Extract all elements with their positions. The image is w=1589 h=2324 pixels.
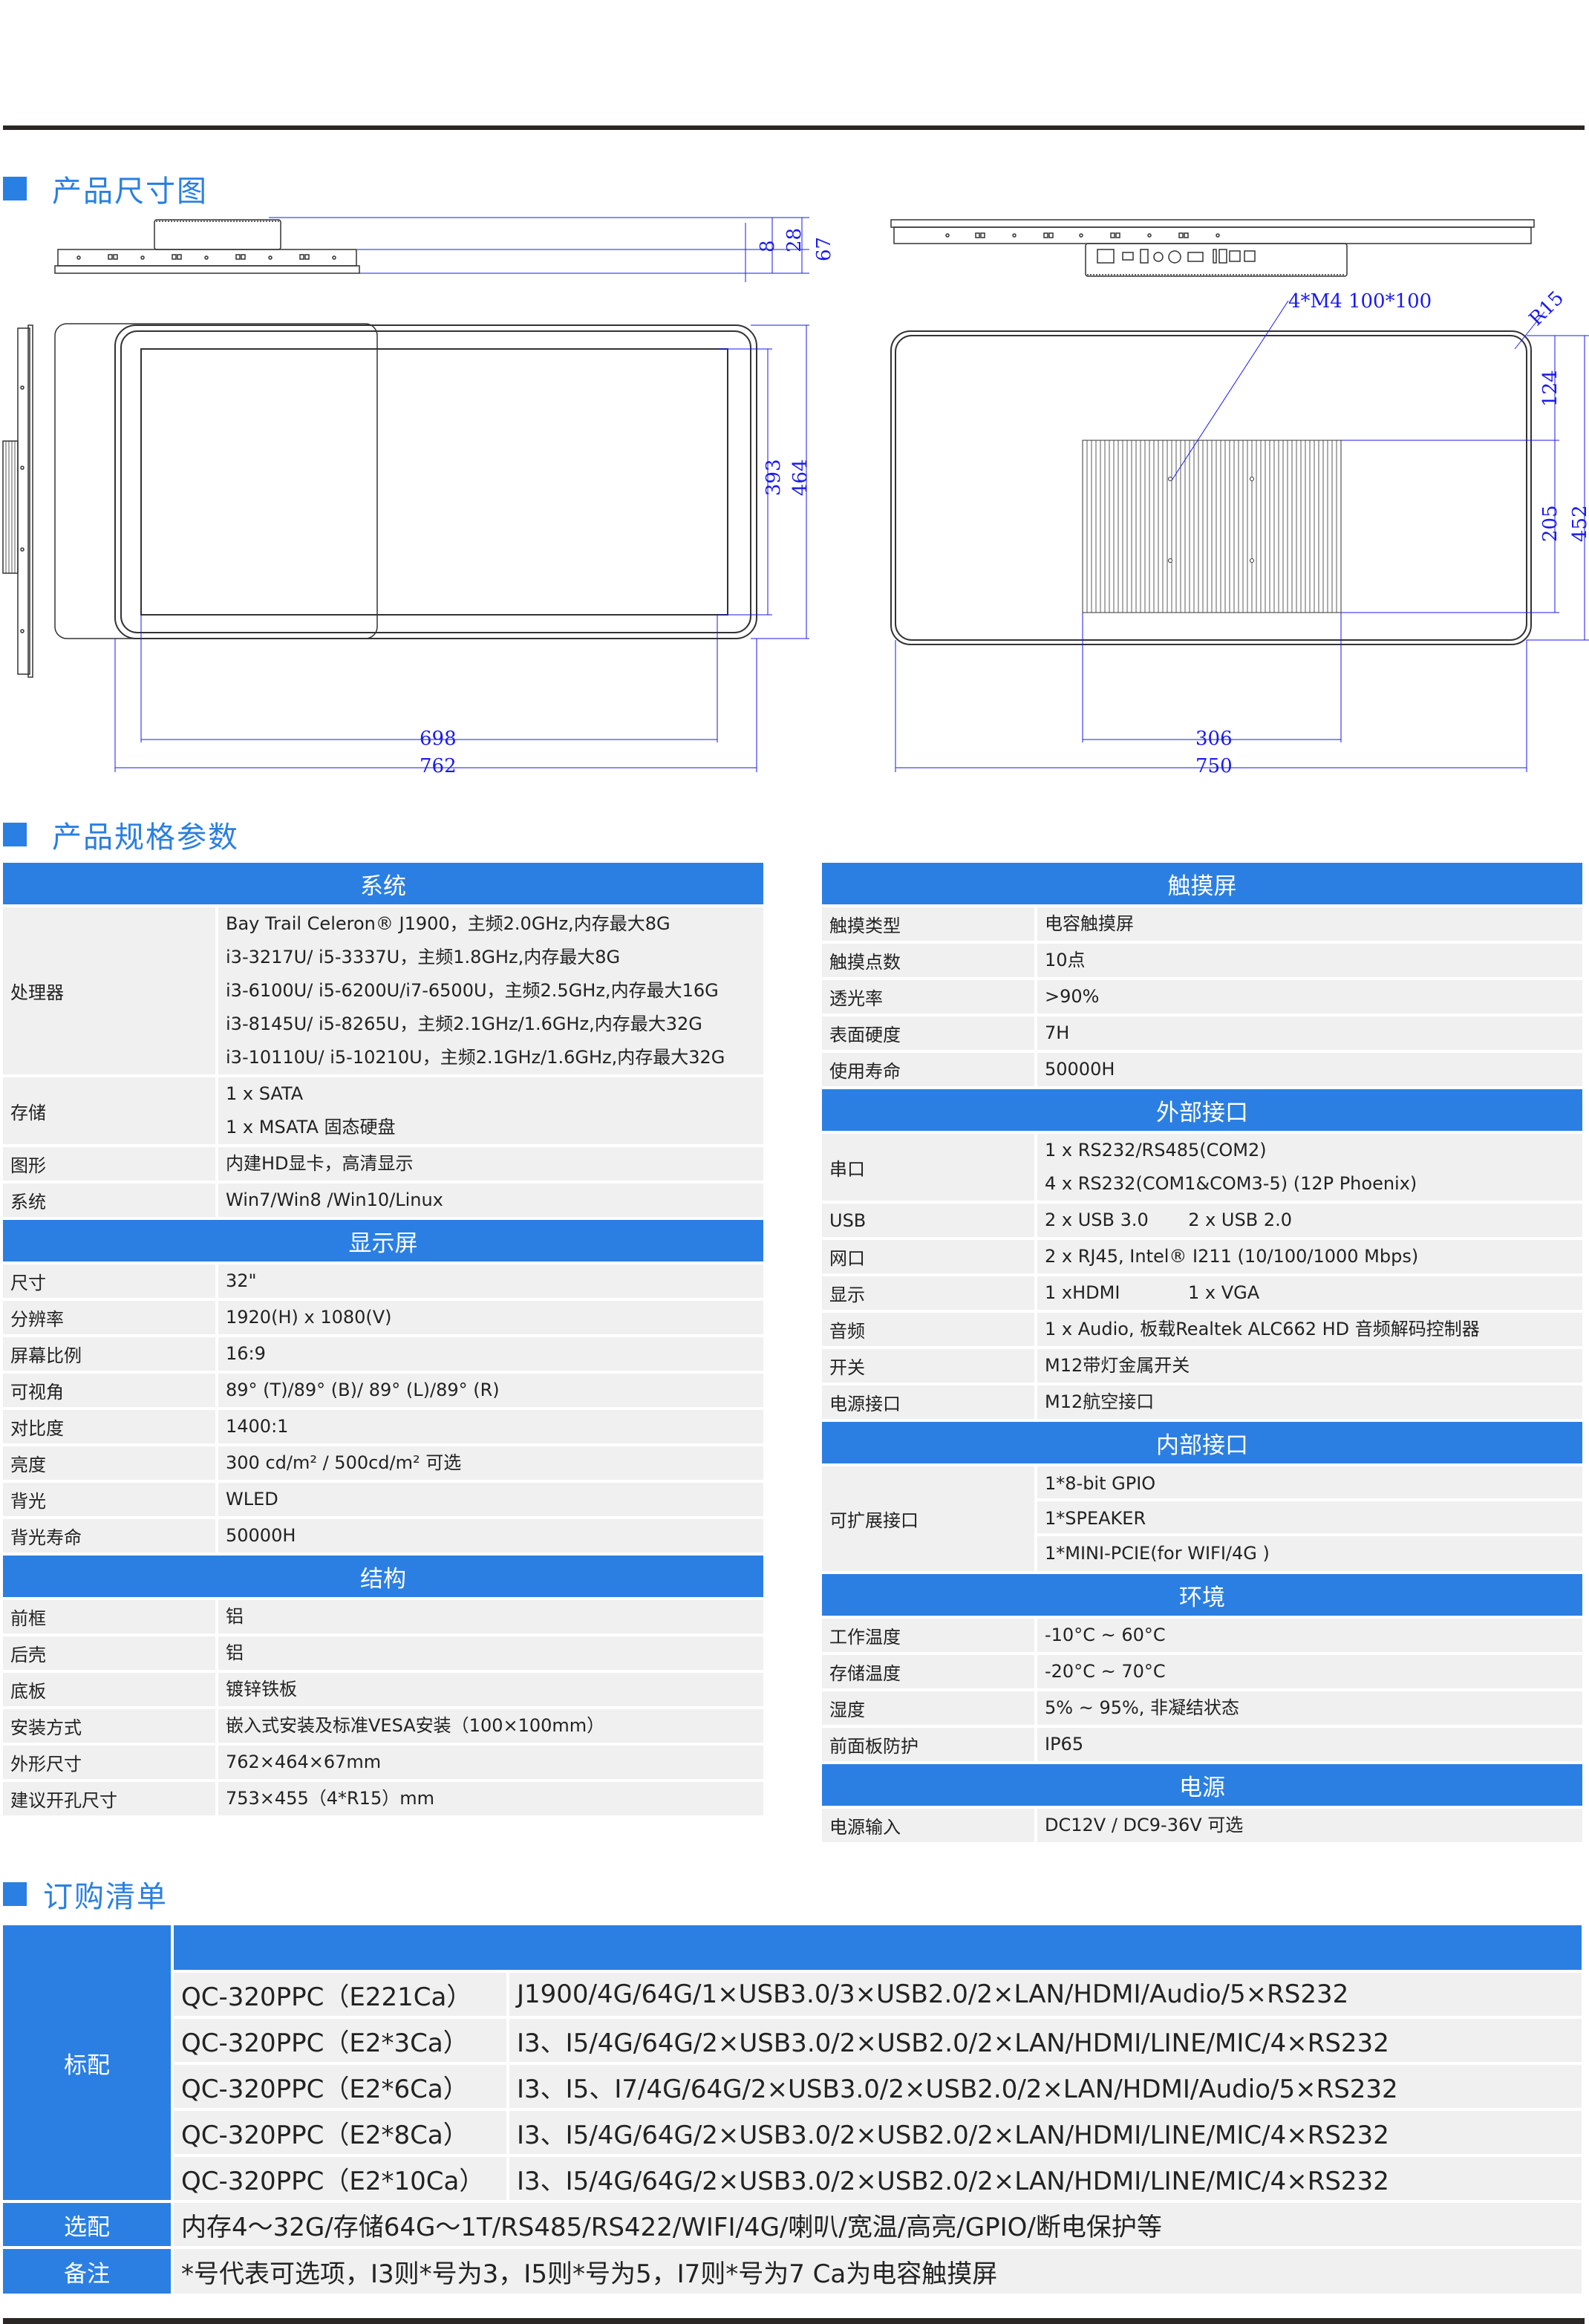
- internal-interface-header: 内部接口: [822, 1422, 1582, 1466]
- touch-header: 触摸屏: [822, 863, 1582, 907]
- section-marker-icon: [3, 823, 27, 846]
- order-table-header: [174, 1925, 1582, 1970]
- table-row: 处理器 Bay Trail Celeron® J1900，主频2.0GHz,内存…: [3, 907, 763, 1077]
- top-side-view-drawing: [54, 217, 809, 282]
- table-row: QC-320PPC（E2*6Ca） I3、I5、I7/4G/64G/2×USB3…: [174, 2065, 1582, 2108]
- table-row: 图形 内建HD显卡，高清显示: [3, 1147, 763, 1184]
- svg-text:393: 393: [763, 459, 785, 496]
- table-row: 存储温度-20°C ~ 70°C: [822, 1655, 1582, 1691]
- table-row: QC-320PPC（E2*3Ca） I3、I5/4G/64G/2×USB3.0/…: [174, 2019, 1582, 2062]
- left-profile-drawing: [2, 324, 33, 678]
- table-row: 底板镀锌铁板: [3, 1673, 763, 1709]
- svg-text:698: 698: [420, 728, 457, 750]
- note-row: *号代表可选项，I3则*号为3，I5则*号为5，I7则*号为7 Ca为电容触摸屏: [174, 2249, 1582, 2294]
- table-row: 透光率>90%: [822, 980, 1582, 1016]
- external-interface-header: 外部接口: [822, 1089, 1582, 1134]
- table-row: QC-320PPC（E2*8Ca） I3、I5/4G/64G/2×USB3.0/…: [174, 2111, 1582, 2154]
- svg-text:28: 28: [783, 228, 806, 252]
- table-row: 系统 Win7/Win8 /Win10/Linux: [3, 1184, 763, 1220]
- system-header: 系统: [3, 863, 763, 907]
- structure-header: 结构: [3, 1556, 763, 1600]
- optional-row: 内存4～32G/存储64G～1T/RS485/RS422/WIFI/4G/喇叭/…: [174, 2203, 1582, 2246]
- section-marker-icon: [3, 1882, 27, 1906]
- table-row: 串口 1 x RS232/RS485(COM2) 4 x RS232(COM1&…: [822, 1134, 1582, 1204]
- svg-text:124: 124: [1539, 370, 1562, 407]
- dimensions-section-title: 产品尺寸图: [3, 167, 208, 210]
- standard-label: 标配: [3, 1925, 171, 2200]
- environment-header: 环境: [822, 1574, 1582, 1619]
- spec-table-left: 系统 处理器 Bay Trail Celeron® J1900，主频2.0GHz…: [3, 863, 763, 1818]
- power-header: 电源: [822, 1764, 1582, 1809]
- svg-text:67: 67: [813, 237, 835, 261]
- note-label: 备注: [3, 2249, 171, 2294]
- table-row: 后壳铝: [3, 1636, 763, 1673]
- svg-text:306: 306: [1195, 728, 1233, 750]
- top-rule: [3, 125, 1585, 130]
- table-row: QC-320PPC（E221Ca） J1900/4G/64G/1×USB3.0/…: [174, 1973, 1582, 2016]
- bottom-side-view-drawing: [890, 219, 1535, 277]
- section-marker-icon: [3, 177, 27, 200]
- display-header: 显示屏: [3, 1220, 763, 1264]
- table-row: 触摸类型电容触摸屏: [822, 907, 1582, 944]
- optional-label: 选配: [3, 2203, 171, 2246]
- svg-text:750: 750: [1195, 755, 1233, 777]
- svg-text:8: 8: [757, 240, 779, 252]
- table-row: QC-320PPC（E2*10Ca） I3、I5/4G/64G/2×USB3.0…: [174, 2157, 1582, 2200]
- order-section-title: 订购清单: [3, 1873, 168, 1916]
- table-row: 安装方式嵌入式安装及标准VESA安装（100×100mm）: [3, 1709, 763, 1746]
- specs-section-title: 产品规格参数: [3, 813, 239, 856]
- svg-text:4*M4 100*100: 4*M4 100*100: [1288, 290, 1432, 313]
- side-dimension-labels: 8 28 67: [757, 228, 835, 261]
- svg-text:205: 205: [1539, 505, 1562, 542]
- table-row: 工作温度-10°C ~ 60°C: [822, 1619, 1582, 1655]
- svg-text:452: 452: [1569, 505, 1589, 542]
- front-and-back-panels: 698 762 393 464 4*M4 100*100 R15 124 205…: [114, 287, 1589, 777]
- table-row: 存储 1 x SATA 1 x MSATA 固态硬盘: [3, 1077, 763, 1147]
- table-row: 可扩展接口 1*8-bit GPIO 1*SPEAKER 1*MINI-PCIE…: [822, 1466, 1582, 1574]
- bottom-rule: [3, 2318, 1585, 2324]
- svg-text:R15: R15: [1525, 287, 1568, 330]
- svg-text:762: 762: [420, 755, 457, 777]
- table-row: 前框铝: [3, 1600, 763, 1636]
- svg-text:464: 464: [789, 459, 812, 496]
